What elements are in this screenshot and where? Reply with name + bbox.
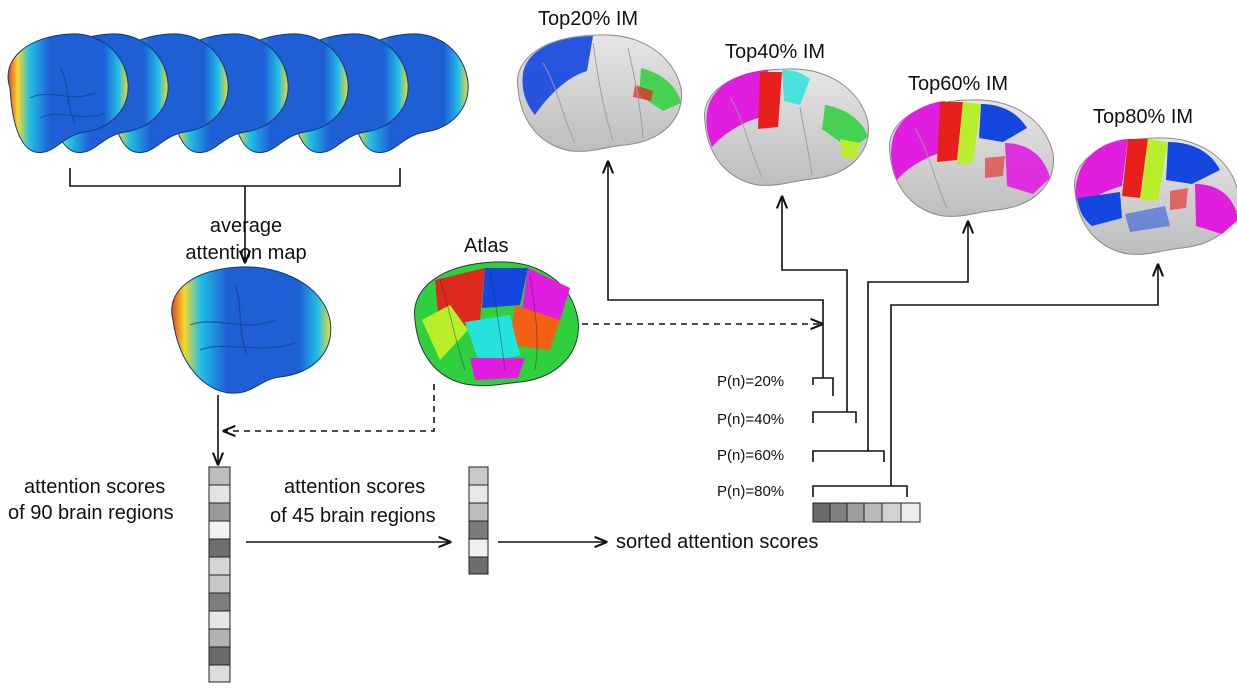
top60-label: Top60% IM: [908, 73, 1009, 95]
sorted-scores-bar: [812, 502, 921, 523]
route-20: [608, 162, 824, 378]
average-label-2: attention map: [185, 242, 307, 264]
dashed-atlas-to-scores: [224, 384, 435, 431]
brain-top40: [704, 68, 869, 186]
score-column-45: [468, 466, 489, 575]
bracket-80: [812, 485, 908, 497]
route-40: [782, 197, 848, 412]
top80-label: Top80% IM: [1093, 106, 1194, 128]
threshold-40-label: P(n)=40%: [717, 411, 785, 428]
route-60: [867, 222, 968, 451]
scores45-label-2: of 45 brain regions: [270, 505, 436, 527]
stack-bracket: [69, 168, 401, 187]
scores90-label-2: of 90 brain regions: [8, 502, 174, 524]
bracket-20: [812, 377, 834, 396]
route-80: [890, 265, 1158, 486]
stacked-attention-maps: [7, 33, 469, 153]
top20-label: Top20% IM: [538, 8, 639, 30]
average-attention-map: [171, 266, 332, 394]
bracket-40: [812, 411, 857, 423]
brain-top80: [1074, 137, 1237, 255]
scores45-label-1: attention scores: [284, 476, 426, 498]
scores90-label-1: attention scores: [24, 476, 166, 498]
threshold-60-label: P(n)=60%: [717, 447, 785, 464]
threshold-20-label: P(n)=20%: [717, 373, 785, 390]
top40-label: Top40% IM: [725, 41, 826, 63]
score-column-90: [208, 466, 231, 683]
brain-top60: [889, 99, 1054, 217]
bracket-60: [812, 450, 885, 462]
atlas-label: Atlas: [464, 235, 509, 257]
threshold-80-label: P(n)=80%: [717, 483, 785, 500]
atlas-brain: [414, 261, 579, 387]
average-label-1: average: [209, 215, 283, 237]
brain-top20: [517, 34, 682, 152]
sorted-scores-label: sorted attention scores: [616, 531, 819, 553]
